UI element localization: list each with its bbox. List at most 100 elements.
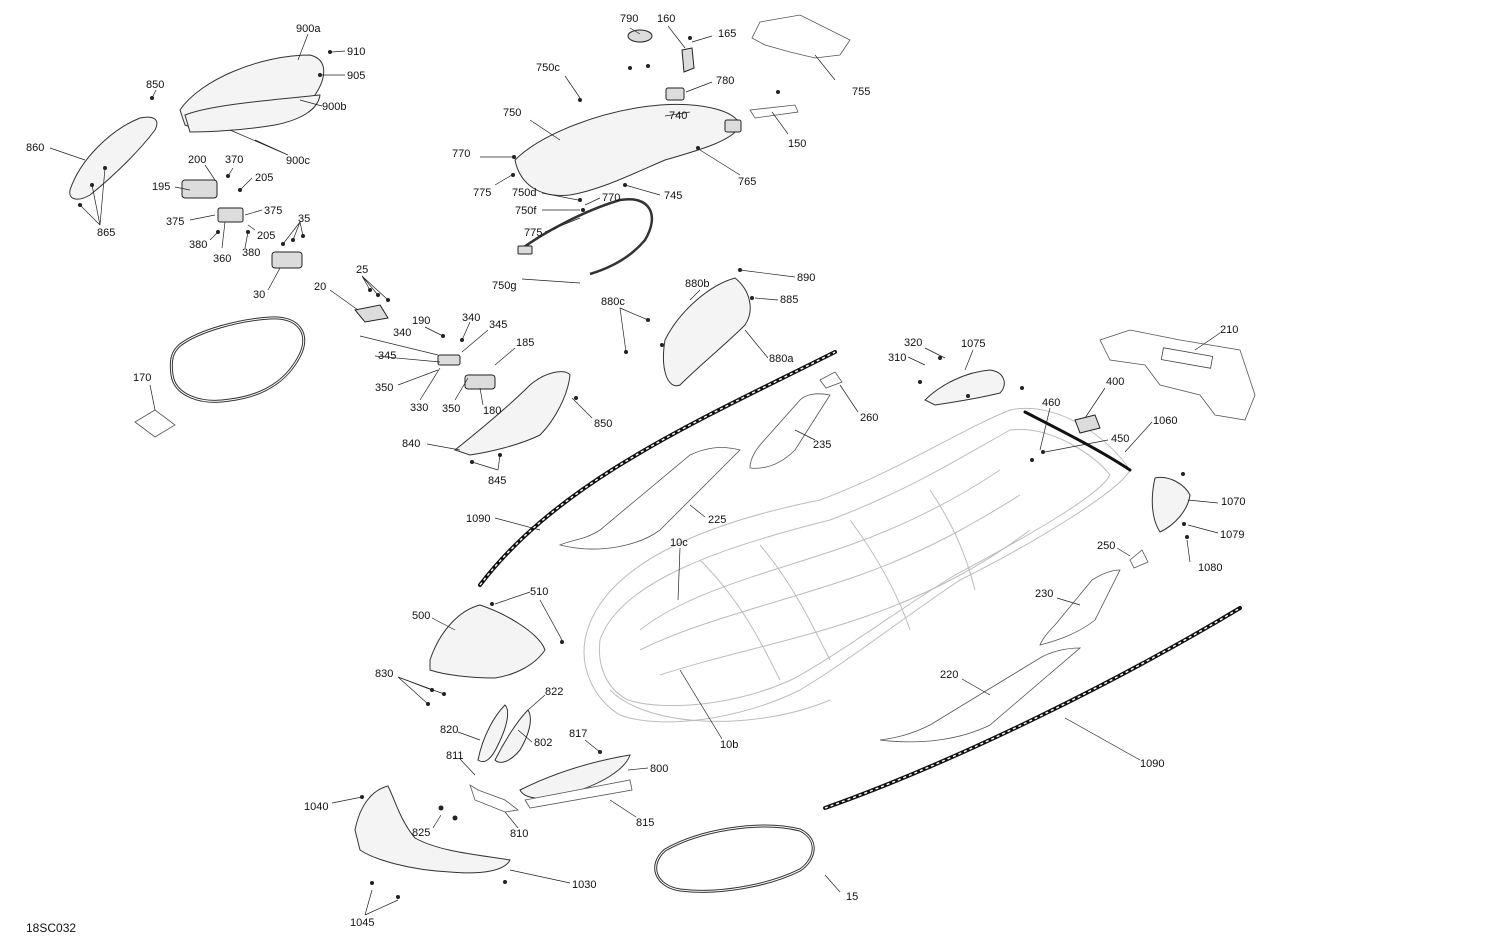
- trim-810: [469, 784, 519, 813]
- cap-790: [627, 29, 653, 43]
- callout-label: 230: [1035, 588, 1053, 600]
- callout-label: 320: [904, 337, 922, 349]
- callout-label: 775: [473, 187, 491, 199]
- decal-220: [879, 647, 1082, 743]
- callout-label: 340: [462, 312, 480, 324]
- callout-label: 345: [378, 350, 396, 362]
- trim-815: [524, 779, 633, 809]
- latch-765: [724, 119, 742, 133]
- callout-label: 770: [452, 148, 470, 160]
- front-cover-500: [429, 604, 546, 679]
- callout-label: 160: [657, 13, 675, 25]
- bracket-400: [1074, 414, 1101, 434]
- callout-label: 1040: [304, 801, 328, 813]
- callout-label: 200: [188, 154, 206, 166]
- latch-780: [665, 87, 685, 101]
- callout-label: 800: [650, 763, 668, 775]
- callout-label: 460: [1042, 397, 1060, 409]
- callout-label: 1090: [466, 513, 490, 525]
- callout-label: 180: [483, 405, 501, 417]
- callout-label: 820: [440, 724, 458, 736]
- callout-label: 750f: [515, 205, 537, 217]
- callout-label: 345: [489, 319, 507, 331]
- callout-label: 170: [133, 372, 151, 384]
- gasket-15: [654, 824, 815, 893]
- callout-label: 205: [257, 230, 275, 242]
- callout-label: 380: [242, 247, 260, 259]
- callout-label: 1090: [1140, 758, 1164, 770]
- callout-label: 20: [314, 281, 326, 293]
- bracket-330: [437, 354, 461, 366]
- callout-label: 310: [888, 352, 906, 364]
- rear-strip: [1023, 410, 1132, 472]
- callout-label: 845: [488, 475, 506, 487]
- callout-label: 830: [375, 668, 393, 680]
- callout-label: 205: [255, 172, 273, 184]
- callout-label: 210: [1220, 324, 1238, 336]
- callout-label: 775: [524, 227, 542, 239]
- callout-label: 235: [813, 439, 831, 451]
- callout-label: 822: [545, 686, 563, 698]
- callout-label: 850: [146, 79, 164, 91]
- callout-label: 15: [846, 891, 858, 903]
- side-panel-860: [69, 116, 158, 200]
- callout-label: 790: [620, 13, 638, 25]
- callout-label: 450: [1111, 433, 1129, 445]
- callout-label: 765: [738, 176, 756, 188]
- callout-label: 750g: [492, 280, 516, 292]
- callout-label: 910: [347, 46, 365, 58]
- callout-label: 375: [264, 205, 282, 217]
- storage-cover-750: [514, 103, 741, 196]
- callout-label: 810: [510, 828, 528, 840]
- callout-label: 350: [375, 382, 393, 394]
- callout-label: 10c: [670, 537, 688, 549]
- callout-label: 802: [534, 737, 552, 749]
- callout-label: 865: [97, 227, 115, 239]
- bracket-195: [181, 179, 218, 199]
- pad-170: [134, 409, 176, 438]
- decal-755: [751, 14, 851, 59]
- callout-label: 30: [253, 289, 265, 301]
- rear-grab-1075: [924, 369, 1005, 406]
- callout-label: 860: [26, 142, 44, 154]
- callout-label: 185: [516, 337, 534, 349]
- callout-label: 35: [298, 213, 310, 225]
- hull-outline: [583, 408, 1131, 723]
- bracket-375: [217, 207, 244, 223]
- callout-label: 1070: [1221, 496, 1245, 508]
- callout-label: 905: [347, 70, 365, 82]
- side-strip-upper: [478, 350, 837, 587]
- callout-label: 780: [716, 75, 734, 87]
- callout-labels: 900a 910 905 900b 900c 850 860 865 200 3…: [26, 13, 1245, 929]
- callout-label: 750d: [512, 187, 536, 199]
- callout-label: 770: [602, 192, 620, 204]
- callout-label: 500: [412, 610, 430, 622]
- callout-label: 880b: [685, 278, 709, 290]
- clip-750g: [517, 245, 533, 255]
- callout-label: 900c: [286, 155, 310, 167]
- callout-label: 260: [860, 412, 878, 424]
- callout-label: 755: [852, 86, 870, 98]
- bracket-180: [464, 374, 496, 390]
- callout-label: 350: [442, 403, 460, 415]
- callout-label: 10b: [720, 739, 738, 751]
- strap-150: [749, 104, 799, 119]
- callout-label: 880a: [769, 353, 794, 365]
- callout-label: 811: [446, 750, 464, 762]
- seal-750g: [519, 197, 654, 276]
- callout-label: 900a: [296, 23, 321, 35]
- callout-label: 330: [410, 402, 428, 414]
- trim-820: [477, 704, 509, 763]
- clip-160: [681, 47, 695, 73]
- bumper-1030: [354, 785, 511, 874]
- callout-label: 360: [213, 253, 231, 265]
- reflector-250: [1129, 549, 1149, 569]
- callout-label: 400: [1106, 376, 1124, 388]
- callout-label: 885: [780, 294, 798, 306]
- callout-label: 740: [669, 110, 687, 122]
- callout-label: 745: [664, 190, 682, 202]
- callout-label: 370: [225, 154, 243, 166]
- callout-label: 250: [1097, 540, 1115, 552]
- callout-label: 840: [402, 438, 420, 450]
- callout-label: 890: [797, 272, 815, 284]
